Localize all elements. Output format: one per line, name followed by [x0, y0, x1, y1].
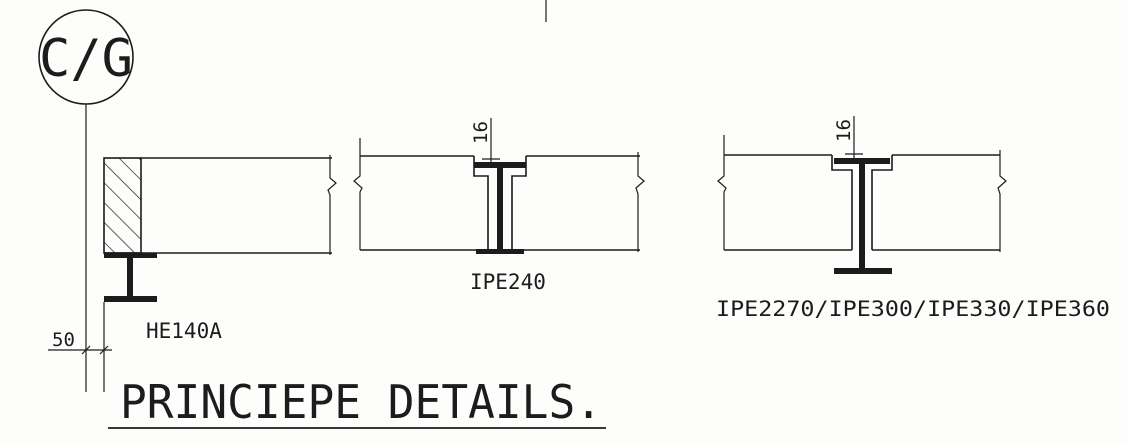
he140a-bottom-flange [104, 296, 157, 302]
grid-marker-label: C/G [39, 29, 133, 89]
ipe-large-bottom-flange [834, 268, 892, 274]
ipe-large-top-flange [834, 158, 890, 164]
ipe240-bottom-flange [476, 249, 524, 254]
dimension-label-middle: 16 [470, 121, 492, 144]
dimension-tick-2 [99, 345, 109, 355]
break-line-right-left [717, 135, 727, 250]
he140a-web [127, 258, 133, 296]
section-label-ipe240: IPE240 [470, 270, 546, 294]
break-line-right-right [997, 150, 1007, 252]
section-label-ipe-range: IPE2270/IPE300/IPE330/IPE360 [716, 297, 1110, 321]
dimension-label-left: 50 [52, 329, 75, 351]
break-line-left-1 [327, 155, 337, 255]
dimension-tick-1 [81, 345, 91, 355]
ipe240-web [497, 168, 503, 249]
ipe-large-web [859, 164, 865, 268]
break-line-middle-right [635, 152, 645, 252]
section-label-he140a: HE140A [146, 319, 222, 343]
break-line-middle-left [353, 138, 363, 250]
hatched-bearing-block [103, 157, 142, 254]
detail-middle [353, 118, 645, 254]
drawing-title: PRINCIEPE DETAILS. [120, 375, 602, 429]
slab-pocket-right [831, 155, 893, 250]
dimension-left [48, 302, 112, 392]
detail-left [103, 155, 337, 302]
detail-right [717, 116, 1007, 274]
ipe240-top-flange [474, 162, 526, 168]
he140a-top-flange [104, 253, 157, 258]
dimension-label-right: 16 [833, 119, 855, 142]
